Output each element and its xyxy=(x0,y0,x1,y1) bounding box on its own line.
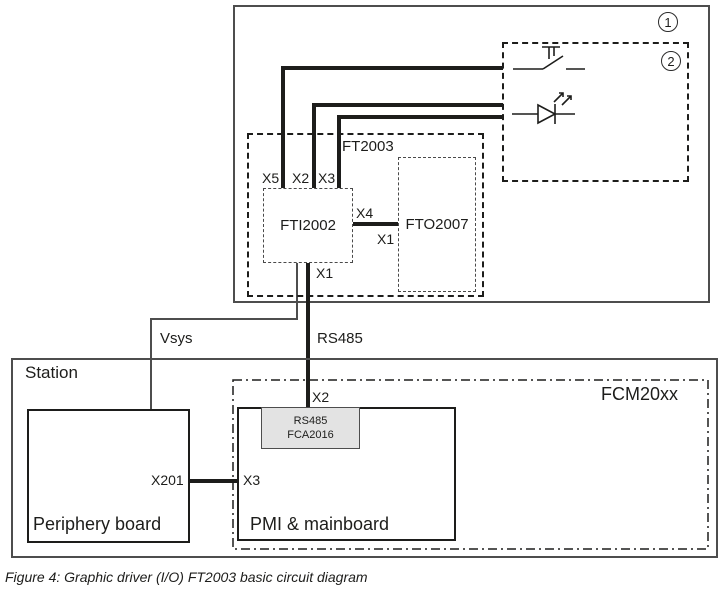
fti2002-label: FTI2002 xyxy=(280,217,336,234)
callout-1-badge: 1 xyxy=(658,12,678,32)
pmi-mainboard-label: PMI & mainboard xyxy=(250,514,390,534)
connector-x2-label: X2 xyxy=(292,170,310,186)
fcm20xx-label: FCM20xx xyxy=(601,384,679,404)
periphery-board-box xyxy=(27,409,190,543)
connector-x1-fti-label: X1 xyxy=(316,265,334,281)
comm-module-line1: RS485 xyxy=(293,415,328,427)
rs485-fca2016-module: RS485 FCA2016 xyxy=(261,407,360,449)
station-box xyxy=(11,358,718,558)
led-icon xyxy=(505,88,595,130)
ft2003-label: FT2003 xyxy=(342,138,394,155)
connector-x1-fto-label: X1 xyxy=(377,231,395,247)
rs485-label: RS485 xyxy=(317,330,363,347)
ft2003-box xyxy=(247,133,484,297)
wire-x5-horizontal xyxy=(281,66,503,70)
wire-vsys-vertical-lower xyxy=(150,318,152,410)
station-label: Station xyxy=(25,363,78,382)
fto2007-box: FTO2007 xyxy=(398,157,476,292)
periphery-board-label: Periphery board xyxy=(33,514,162,534)
wire-x3-vertical xyxy=(337,115,341,188)
connector-x4-label: X4 xyxy=(356,205,374,221)
fto2007-label: FTO2007 xyxy=(405,216,469,233)
connector-x3-label: X3 xyxy=(318,170,336,186)
connector-x3-pmi-label: X3 xyxy=(243,472,261,488)
comm-module-line2: FCA2016 xyxy=(287,429,334,441)
connector-x2-pmi-label: X2 xyxy=(312,389,330,405)
callout-2-label: 2 xyxy=(667,53,675,69)
wire-x5-vertical xyxy=(281,66,285,188)
wire-x3-horizontal xyxy=(337,115,503,119)
io-section-box xyxy=(233,5,710,303)
wire-x2-vertical xyxy=(312,103,316,188)
fcm20xx-box xyxy=(232,379,709,550)
wire-x201-x3 xyxy=(190,479,237,483)
wire-rs485 xyxy=(306,263,310,409)
wire-x2-horizontal xyxy=(312,103,503,107)
fti2002-box: FTI2002 xyxy=(263,188,353,263)
wire-vsys-vertical-upper xyxy=(296,263,298,319)
push-button-switch-icon xyxy=(508,42,590,78)
callout-2-badge: 2 xyxy=(661,51,681,71)
connector-x201-label: X201 xyxy=(151,472,184,488)
figure-caption: Figure 4: Graphic driver (I/O) FT2003 ba… xyxy=(5,569,368,585)
vsys-label: Vsys xyxy=(160,330,193,347)
wire-x4 xyxy=(353,222,398,226)
external-devices-box xyxy=(502,42,689,182)
wire-vsys-horizontal xyxy=(150,318,298,320)
connector-x5-label: X5 xyxy=(262,170,280,186)
callout-1-label: 1 xyxy=(664,14,672,30)
